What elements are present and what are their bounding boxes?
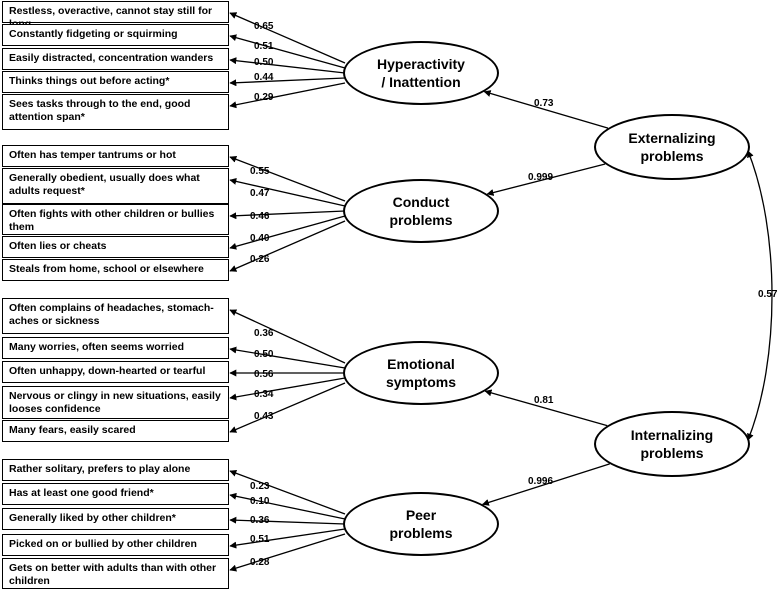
loading-label: 0.65	[254, 21, 274, 32]
loading-arrow	[229, 309, 346, 364]
item-box: Sees tasks through to the end, good atte…	[2, 94, 229, 130]
item-box: Constantly fidgeting or squirming	[2, 24, 229, 46]
higher-order-arrow	[486, 163, 606, 196]
higher-order-arrow	[483, 90, 609, 129]
loading-label: 0.47	[250, 188, 270, 199]
loading-arrow	[229, 57, 346, 74]
loading-arrow	[229, 516, 346, 525]
higher-loading-label: 0.996	[528, 476, 554, 487]
item-box: Often unhappy, down-hearted or tearful	[2, 361, 229, 383]
item-box: Picked on or bullied by other children	[2, 534, 229, 556]
loading-label: 0.28	[250, 557, 270, 568]
externalizing-factor: Externalizing problems	[594, 114, 750, 180]
item-box: Rather solitary, prefers to play alone	[2, 459, 229, 481]
item-box: Nervous or clingy in new situations, eas…	[2, 386, 229, 419]
factor-3: Emotional symptoms	[343, 341, 499, 405]
item-box: Restless, overactive, cannot stay still …	[2, 1, 229, 30]
loading-label: 0.44	[254, 72, 274, 83]
loading-label: 0.46	[250, 211, 270, 222]
loading-arrow	[229, 533, 346, 572]
loading-label: 0.29	[254, 92, 274, 103]
item-box: Has at least one good friend*	[2, 483, 229, 505]
loading-arrow	[229, 492, 346, 520]
internalizing-factor: Internalizing problems	[594, 411, 750, 477]
loading-arrow	[229, 155, 346, 202]
loading-label: 0.55	[250, 166, 270, 177]
loading-arrow	[229, 220, 346, 272]
loading-label: 0.50	[254, 349, 274, 360]
loading-label: 0.56	[254, 369, 274, 380]
item-box: Often complains of headaches, stomach-ac…	[2, 298, 229, 334]
item-box: Easily distracted, concentration wanders	[2, 48, 229, 70]
loading-arrow	[229, 34, 346, 69]
item-box: Gets on better with adults than with oth…	[2, 558, 229, 589]
factor-1: Hyperactivity / Inattention	[343, 41, 499, 105]
loading-label: 0.40	[250, 233, 270, 244]
higher-order-arrow	[481, 463, 610, 506]
loading-label: 0.34	[254, 389, 274, 400]
factor-2: Conduct problems	[343, 179, 499, 243]
loading-arrow	[229, 382, 346, 433]
loading-label: 0.36	[254, 328, 274, 339]
loading-arrow	[229, 82, 346, 109]
loading-label: 0.50	[254, 57, 274, 68]
loading-arrow	[229, 528, 346, 549]
item-box: Thinks things out before acting*	[2, 71, 229, 93]
item-box: Many fears, easily scared	[2, 420, 229, 442]
higher-loading-label: 0.73	[534, 98, 554, 109]
factor-4: Peer problems	[343, 492, 499, 556]
correlation-arrow	[747, 150, 773, 441]
loading-arrow	[229, 346, 346, 369]
item-box: Often has temper tantrums or hot	[2, 145, 229, 167]
loading-label: 0.10	[250, 496, 270, 507]
loading-label: 0.51	[254, 41, 274, 52]
higher-order-arrow	[484, 389, 608, 427]
loading-arrow	[229, 377, 346, 401]
loading-label: 0.26	[250, 254, 270, 265]
item-box: Generally liked by other children*	[2, 508, 229, 530]
item-box: Many worries, often seems worried	[2, 337, 229, 359]
loading-arrow	[229, 77, 346, 87]
item-box: Generally obedient, usually does what ad…	[2, 168, 229, 204]
loading-arrow	[229, 215, 346, 250]
higher-loading-label: 0.81	[534, 395, 554, 406]
loading-label: 0.51	[250, 534, 270, 545]
item-box: Often lies or cheats	[2, 236, 229, 258]
loading-arrow	[229, 469, 346, 515]
loading-label: 0.23	[250, 481, 270, 492]
loading-label: 0.36	[250, 515, 270, 526]
loading-arrow	[229, 210, 346, 220]
loading-label: 0.43	[254, 411, 274, 422]
loading-arrow	[229, 177, 346, 207]
higher-loading-label: 0.999	[528, 172, 554, 183]
loading-arrow	[229, 12, 346, 64]
item-box: Often fights with other children or bull…	[2, 204, 229, 235]
item-box: Steals from home, school or elsewhere	[2, 259, 229, 281]
correlation-label: 0.57	[758, 289, 777, 300]
